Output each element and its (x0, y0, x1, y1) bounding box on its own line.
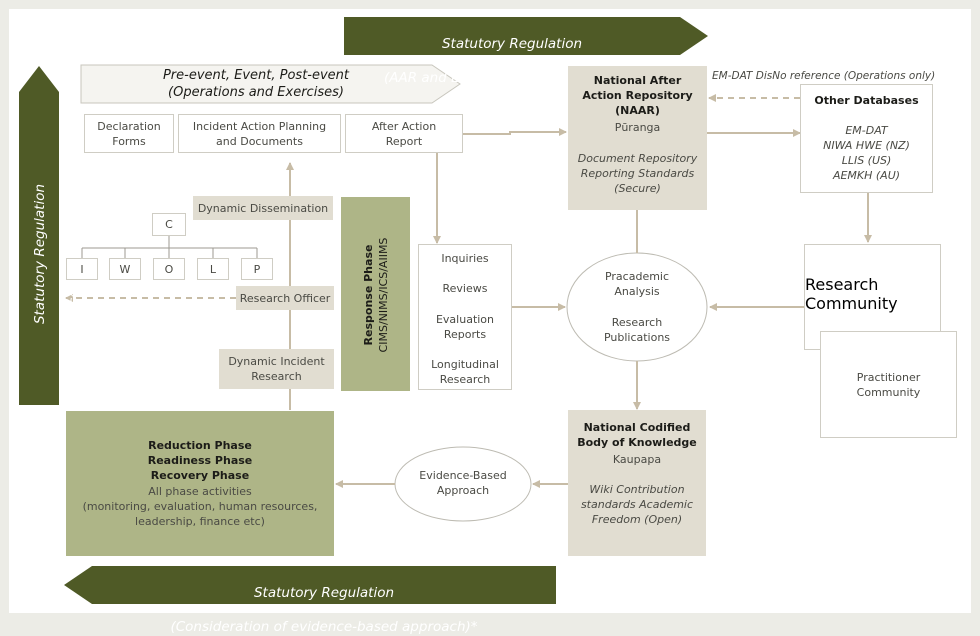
codified-body-title: National Codified Body of Knowledge (577, 421, 697, 449)
org-chart-intelligence: I (66, 258, 98, 280)
bottom-banner-text: Statutory Regulation (Consideration of e… (92, 568, 556, 636)
left-banner-line2: (Dynamic Research integration with JCS) (66, 116, 82, 392)
org-chart-connectors (81, 236, 258, 258)
operations-banner-text: Pre-event, Event, Post-event (Operations… (81, 65, 431, 103)
left-banner-line1: Statutory Regulation (32, 183, 48, 325)
inquiries-label: Inquiries (441, 251, 489, 265)
longitudinal-research-label: Longitudinal Research (431, 357, 499, 386)
phases-activities-label: All phase activities (monitoring, evalua… (82, 484, 318, 528)
bottom-banner-line2: (Consideration of evidence-based approac… (170, 619, 478, 635)
naar-standards: Document Repository Reporting Standards … (577, 151, 698, 195)
naar-box[interactable] (568, 66, 707, 210)
phases-bold-label: Reduction Phase Readiness Phase Recovery… (147, 438, 253, 482)
operations-line2: (Operations and Exercises) (168, 85, 344, 100)
left-regulation-banner (19, 66, 59, 405)
evaluation-reports-label: Evaluation Reports (435, 312, 495, 341)
other-databases-box[interactable] (800, 84, 933, 193)
left-banner-text: Statutory Regulation (Dynamic Research i… (15, 89, 83, 419)
operations-line1: Pre-event, Event, Post-event (162, 68, 350, 83)
org-chart-logistics: L (197, 258, 229, 280)
naar-subtitle: Pūranga (614, 120, 661, 134)
after-action-report-box[interactable]: After Action Report (345, 114, 463, 153)
codified-body-box[interactable] (568, 410, 706, 556)
response-phase-box (341, 197, 410, 391)
dynamic-dissemination-box: Dynamic Dissemination (193, 196, 333, 220)
research-outputs-box (418, 244, 512, 390)
org-chart-command: C (152, 213, 186, 236)
framework-diagram: Statutory Regulation (AAR and Lessons Le… (9, 9, 971, 635)
bottom-banner-line1: Statutory Regulation (253, 585, 395, 601)
top-banner-line1: Statutory Regulation (441, 36, 583, 52)
other-databases-items: EM-DAT NIWA HWE (NZ) LLIS (US) AEMKH (AU… (823, 124, 910, 182)
evidence-based-label: Evidence-Based Approach (419, 469, 507, 497)
emdat-reference-label: EM-DAT DisNo reference (Operations only) (712, 69, 936, 82)
codified-body-standards: Wiki Contribution standards Academic Fre… (580, 482, 694, 526)
research-officer-box[interactable]: Research Officer (236, 286, 334, 310)
arrow-report-to-naar (463, 128, 567, 136)
org-chart-operations: O (153, 258, 185, 280)
org-chart-welfare: W (109, 258, 141, 280)
org-chart-planning: P (241, 258, 273, 280)
naar-title: National After Action Repository (NAAR) (582, 73, 693, 117)
practitioner-community-box[interactable]: Practitioner Community (820, 331, 957, 438)
response-phase-subtitle: CIMS/NIMS/ICS/AIIMS (377, 237, 390, 353)
dashed-arrows (65, 94, 800, 302)
research-publications-label: Research Publications (603, 316, 671, 344)
dynamic-incident-research-box: Dynamic Incident Research (219, 349, 334, 389)
response-phase-title: Response Phase (362, 244, 375, 346)
phases-box[interactable] (66, 411, 334, 556)
bottom-regulation-banner (64, 566, 556, 604)
incident-action-planning-box[interactable]: Incident Action Planning and Documents (178, 114, 341, 153)
operations-banner (80, 64, 461, 104)
declaration-forms-box[interactable]: Declaration Forms (84, 114, 174, 153)
response-phase-text: Response Phase CIMS/NIMS/ICS/AIIMS (359, 198, 393, 392)
top-regulation-banner (344, 17, 708, 55)
pracademic-analysis-label: Pracademic Analysis (604, 270, 670, 298)
codified-body-subtitle: Kaupapa (612, 452, 662, 466)
reviews-label: Reviews (442, 281, 488, 295)
other-databases-title: Other Databases (814, 93, 919, 107)
